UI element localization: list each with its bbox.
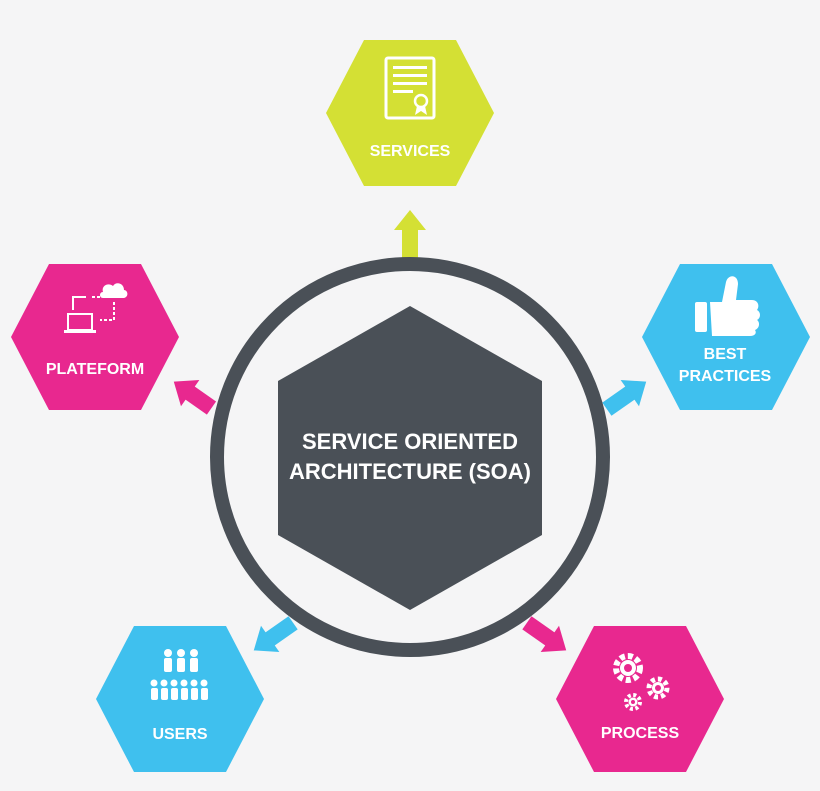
users-node[interactable]: USERS bbox=[96, 626, 264, 772]
plateform-hexagon bbox=[11, 264, 179, 410]
certificate-icon bbox=[384, 56, 436, 120]
plateform-node[interactable]: PLATEFORM bbox=[11, 264, 179, 410]
arrow-to-best-practices bbox=[602, 380, 647, 416]
center-title-line2: ARCHITECTURE (SOA) bbox=[289, 459, 531, 484]
center-hexagon bbox=[278, 306, 542, 610]
services-node[interactable]: SERVICES bbox=[326, 40, 494, 186]
plateform-label: PLATEFORM bbox=[46, 361, 144, 378]
best-practices-label-line2: PRACTICES bbox=[679, 368, 772, 385]
people-group-icon bbox=[150, 649, 208, 700]
best-practices-label-line1: BEST bbox=[704, 346, 747, 363]
arrow-to-users bbox=[253, 616, 298, 652]
thumbs-up-icon bbox=[695, 276, 760, 336]
users-label: USERS bbox=[152, 726, 207, 743]
best-practices-hexagon bbox=[642, 264, 810, 410]
services-hexagon bbox=[326, 40, 494, 186]
arrow-to-process bbox=[522, 616, 567, 652]
arrow-to-plateform bbox=[173, 380, 217, 415]
process-label: PROCESS bbox=[601, 725, 680, 742]
gears-icon bbox=[613, 653, 670, 711]
cloud-laptop-icon bbox=[64, 283, 128, 333]
services-label: SERVICES bbox=[370, 143, 451, 160]
center-title-line1: SERVICE ORIENTED bbox=[302, 429, 518, 454]
arrow-to-services bbox=[394, 210, 426, 260]
process-node[interactable]: PROCESS bbox=[556, 626, 724, 772]
best-practices-node[interactable]: BEST PRACTICES bbox=[642, 264, 810, 410]
outer-ring bbox=[210, 257, 610, 657]
users-hexagon bbox=[96, 626, 264, 772]
